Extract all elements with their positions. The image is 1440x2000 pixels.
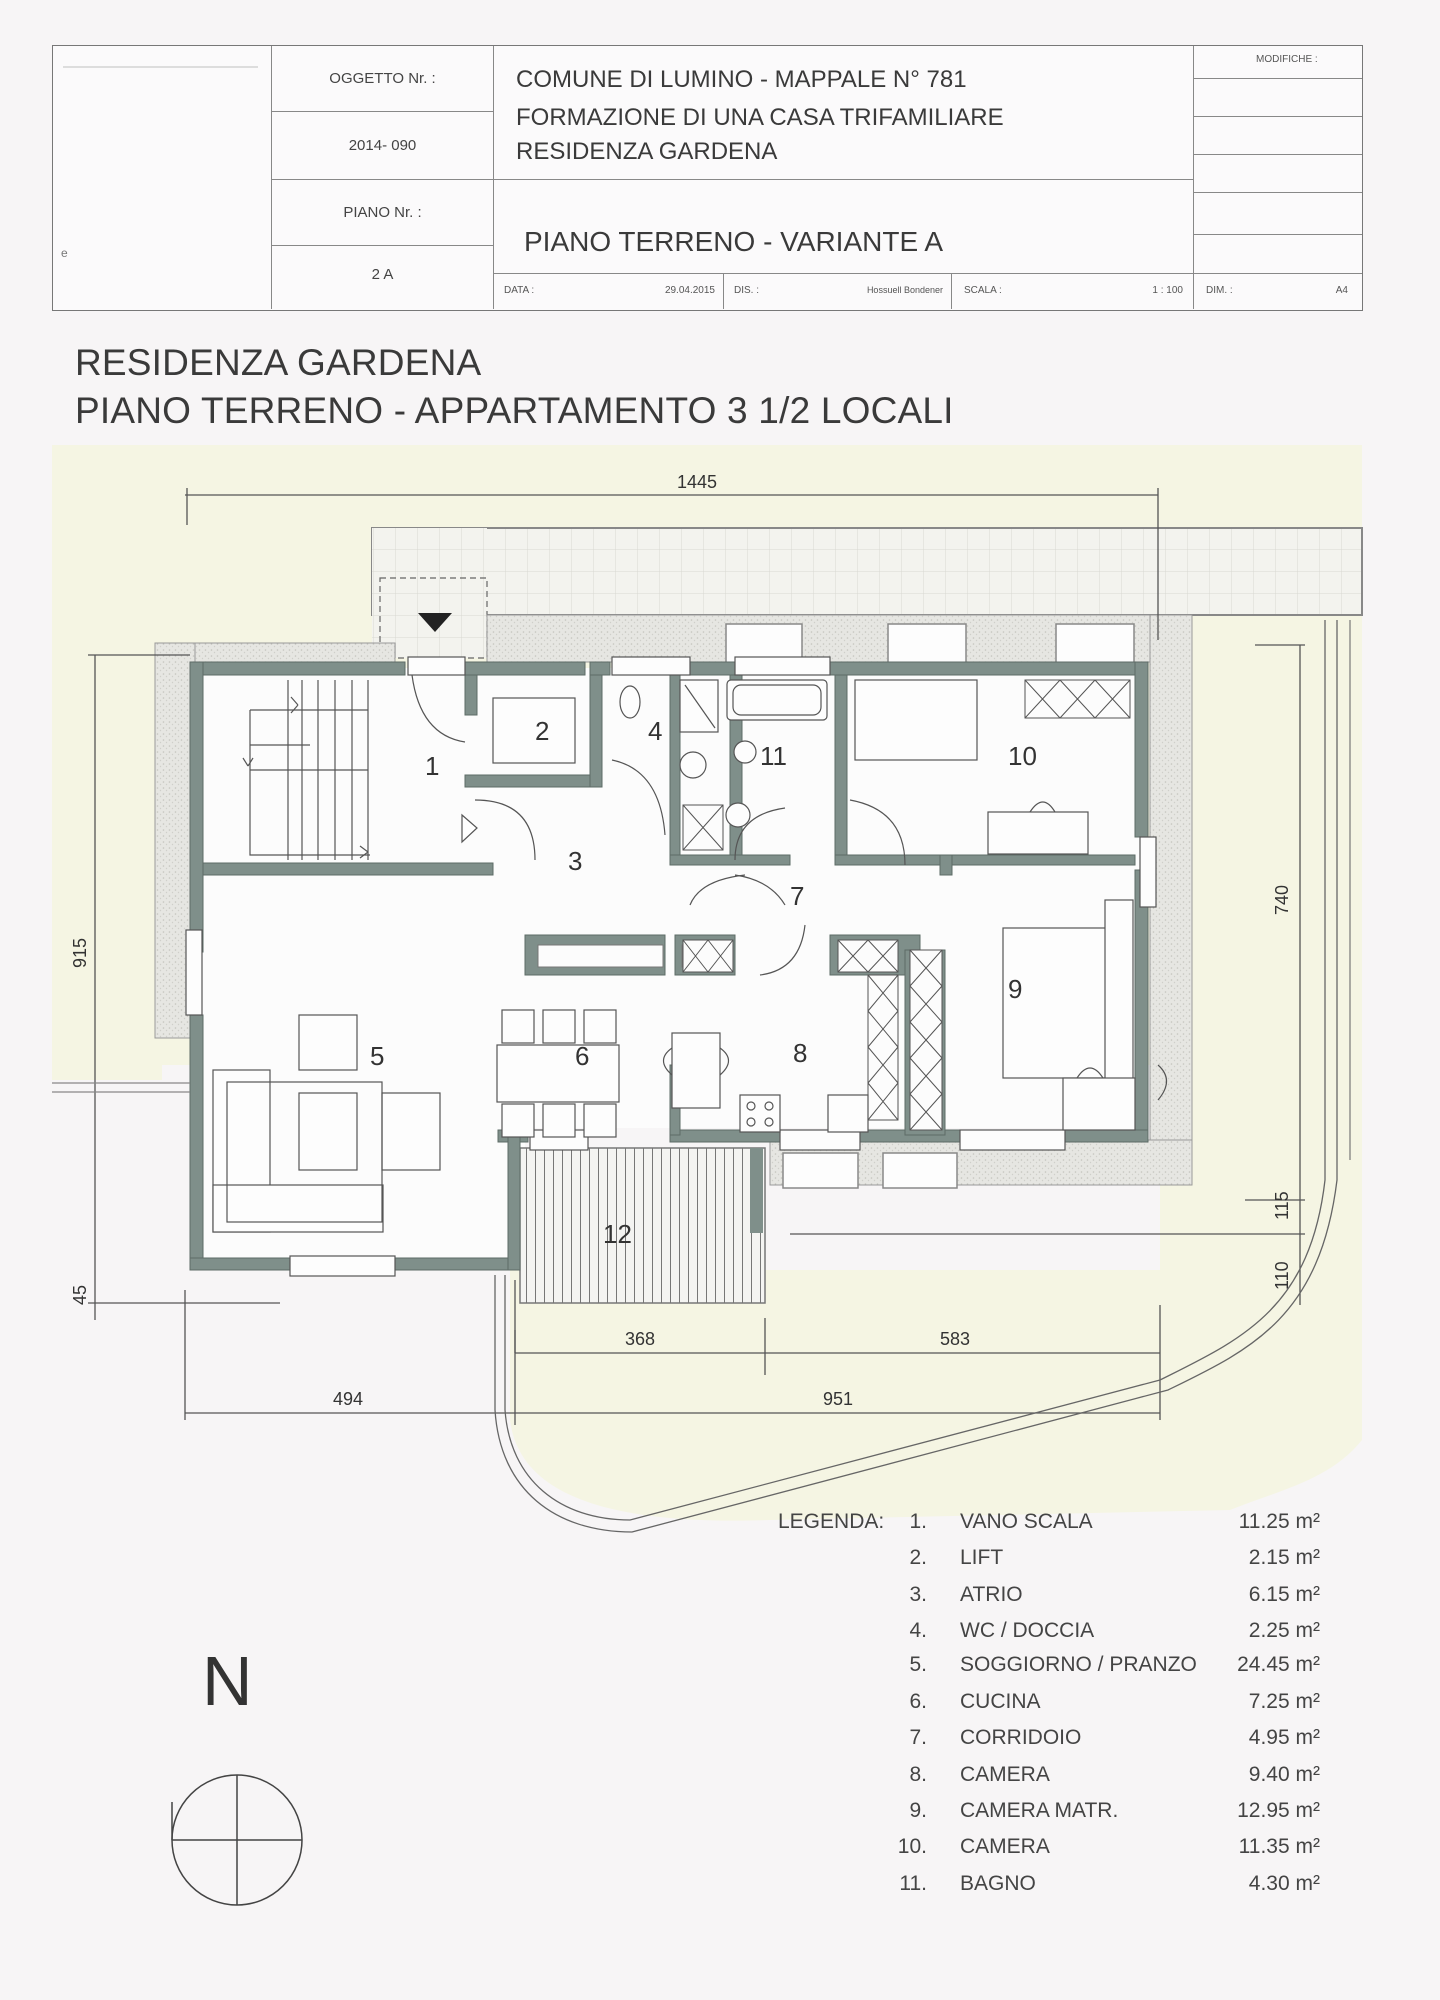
oggetto-label: OGGETTO Nr. : xyxy=(329,70,436,87)
data-value: 29.04.2015 xyxy=(664,285,715,296)
legend-item: 11. BAGNO 4.30 m² xyxy=(899,1872,1320,1895)
scala-label: SCALA : xyxy=(964,285,1002,296)
dim-value: A4 xyxy=(1335,285,1348,296)
project-line-3: RESIDENZA GARDENA xyxy=(516,138,778,165)
dim-right-mid: 115 xyxy=(1272,1191,1292,1220)
staircase xyxy=(242,680,370,860)
dim-right-height: 740 xyxy=(1272,885,1292,915)
oggetto-value-cell: 2014- 090 xyxy=(272,112,494,180)
room-label-10: 10 xyxy=(1008,741,1037,771)
legend-item: 8. CAMERA 9.40 m² xyxy=(909,1763,1320,1786)
data-cell: DATA : 29.04.2015 xyxy=(494,274,724,309)
piano-label: PIANO Nr. : xyxy=(343,204,422,221)
dim-bottom-right: 951 xyxy=(823,1389,853,1409)
gravel-strip xyxy=(154,614,1193,1186)
garden-edge xyxy=(504,620,1326,1521)
legend-item: 6. CUCINA 7.25 m² xyxy=(909,1690,1320,1713)
dimension-lines xyxy=(88,488,1305,1425)
legend-item: 3. ATRIO 6.15 m² xyxy=(909,1583,1320,1606)
room-label-4: 4 xyxy=(648,716,662,746)
project-line-2: FORMAZIONE DI UNA CASA TRIFAMILIARE xyxy=(516,104,1004,131)
north-arrow-icon xyxy=(171,1774,303,1906)
entrance-arrow-icon xyxy=(418,613,452,632)
project-cell: COMUNE DI LUMINO - MAPPALE N° 781 FORMAZ… xyxy=(494,46,1194,180)
legend-item: 10. CAMERA 11.35 m² xyxy=(897,1835,1320,1858)
terrace-deck xyxy=(519,1147,766,1304)
scala-value: 1 : 100 xyxy=(1152,285,1183,296)
legend-title: LEGENDA: xyxy=(778,1510,885,1533)
sheet-title-cell: PIANO TERRENO - VARIANTE A xyxy=(494,180,1194,274)
dis-value: Hossuell Bondener xyxy=(866,285,943,295)
cupboards xyxy=(682,679,1131,1131)
room-label-9: 9 xyxy=(1008,974,1022,1004)
room-labels: 1 2 3 4 5 6 7 8 9 10 11 12 xyxy=(370,716,1037,1249)
modifiche-label: MODIFICHE : xyxy=(1256,54,1318,65)
piano-label-cell: PIANO Nr. : xyxy=(272,180,494,246)
legend-item: 7. CORRIDOIO 4.95 m² xyxy=(909,1726,1320,1749)
heading-line-2: PIANO TERRENO - APPARTAMENTO 3 1/2 LOCAL… xyxy=(75,390,954,431)
oggetto-value: 2014- 090 xyxy=(348,137,417,154)
legend-item: 4. WC / DOCCIA 2.25 m² xyxy=(909,1619,1320,1642)
sheet-title: PIANO TERRENO - VARIANTE A xyxy=(524,226,944,257)
piano-value: 2 A xyxy=(371,266,394,283)
dim-top-total: 1445 xyxy=(677,472,717,492)
room-label-1: 1 xyxy=(425,751,439,781)
legend-item: 1. VANO SCALA 11.25 m² xyxy=(909,1510,1320,1533)
legend-item: 2. LIFT 2.15 m² xyxy=(909,1546,1320,1569)
piano-value-cell: 2 A xyxy=(272,246,494,309)
dim-label: DIM. : xyxy=(1206,285,1233,296)
heading-line-1: RESIDENZA GARDENA xyxy=(75,342,482,383)
room-label-8: 8 xyxy=(793,1038,807,1068)
title-block: e OGGETTO Nr. : 2014- 090 PIANO Nr. : 2 … xyxy=(52,45,1363,311)
dim-right-bottom: 110 xyxy=(1272,1261,1292,1290)
dim-cell: DIM. : A4 xyxy=(1194,274,1362,309)
room-label-2: 2 xyxy=(535,716,549,746)
room-label-6: 6 xyxy=(575,1041,589,1071)
dimension-labels: 1445 915 45 740 115 110 368 583 494 951 xyxy=(70,472,1292,1409)
furniture xyxy=(212,679,1168,1233)
project-line-1: COMUNE DI LUMINO - MAPPALE N° 781 xyxy=(516,66,967,93)
dim-left-height: 915 xyxy=(70,938,90,968)
room-label-3: 3 xyxy=(568,846,582,876)
oggetto-label-cell: OGGETTO Nr. : xyxy=(272,46,494,112)
room-label-12: 12 xyxy=(603,1219,632,1249)
modifiche-column: MODIFICHE : xyxy=(1194,46,1362,274)
dim-bottom-left: 494 xyxy=(333,1389,363,1409)
room-label-7: 7 xyxy=(790,881,804,911)
dis-cell: DIS. : Hossuell Bondener xyxy=(724,274,952,309)
walls xyxy=(189,661,1149,1271)
doors xyxy=(185,656,1157,1277)
scala-cell: SCALA : 1 : 100 xyxy=(952,274,1194,309)
logo-area: e xyxy=(53,46,272,309)
dim-bottom-garden: 583 xyxy=(940,1329,970,1349)
north-label: N xyxy=(202,1642,253,1720)
left-mark: e xyxy=(61,246,68,260)
dim-left-bottom: 45 xyxy=(70,1285,90,1305)
dis-label: DIS. : xyxy=(734,285,760,296)
legend-item: 9. CAMERA MATR. 12.95 m² xyxy=(909,1799,1320,1822)
garden-area xyxy=(52,445,1362,1521)
data-label: DATA : xyxy=(504,285,535,296)
room-label-11: 11 xyxy=(760,741,787,771)
room-label-5: 5 xyxy=(370,1041,384,1071)
north-terrace xyxy=(371,527,1363,616)
dim-bottom-terrace: 368 xyxy=(625,1329,655,1349)
legend-item: 5. SOGGIORNO / PRANZO 24.45 m² xyxy=(909,1653,1320,1676)
